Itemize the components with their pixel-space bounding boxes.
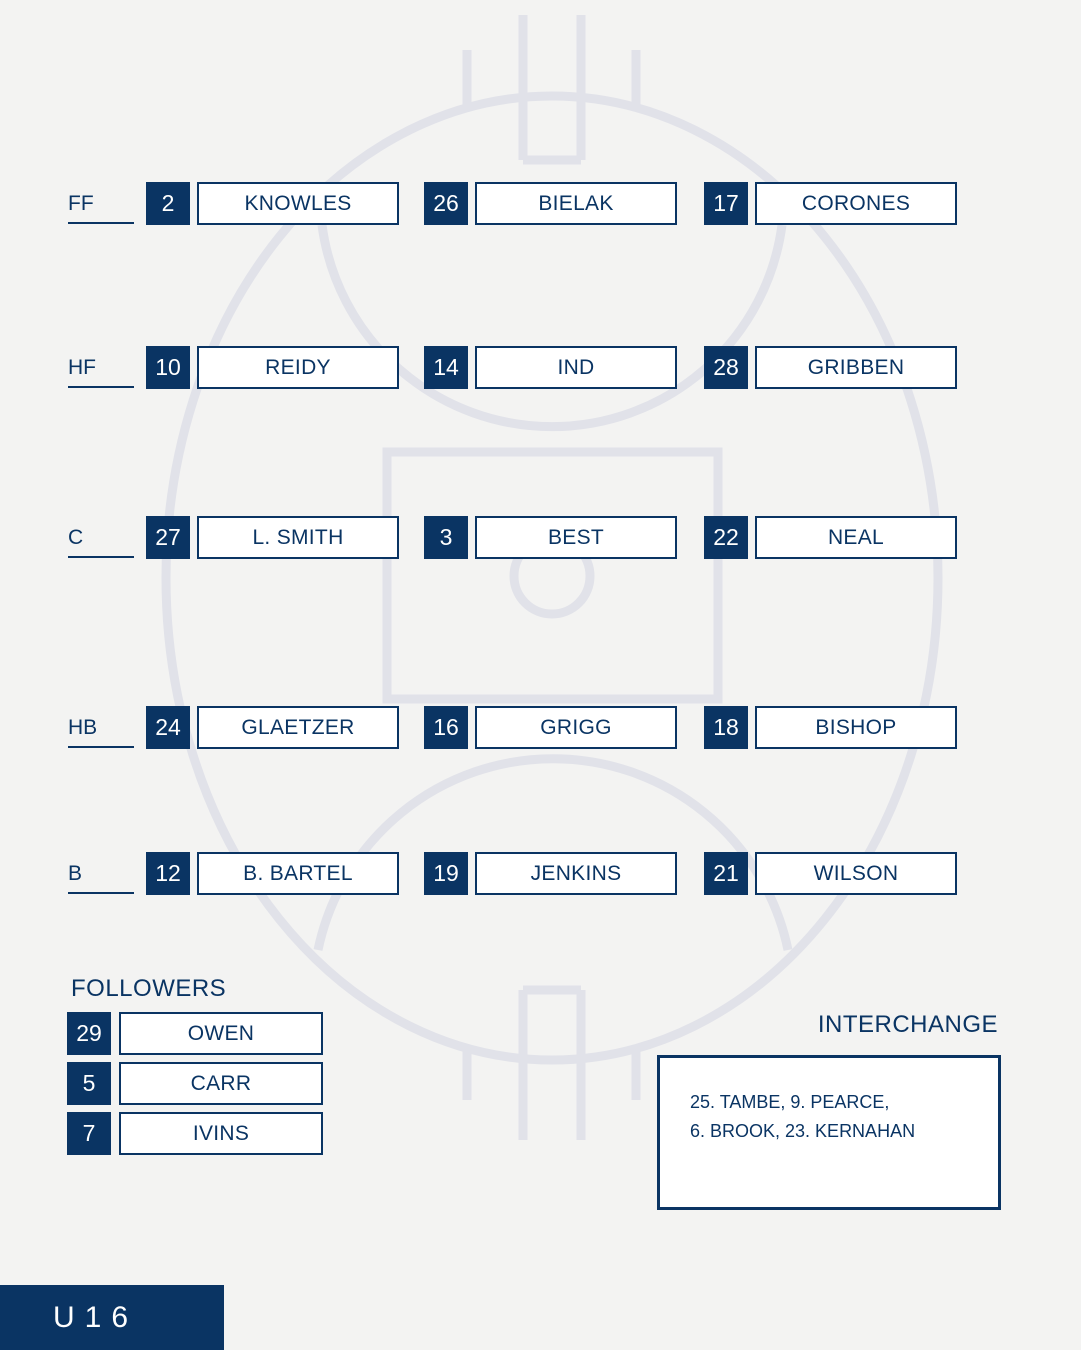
position-label: FF [68,192,134,224]
player-name: BISHOP [755,706,957,749]
player-number: 22 [704,516,748,559]
position-label: B [68,862,134,894]
player-number: 3 [424,516,468,559]
player-name: WILSON [755,852,957,895]
follower-name: CARR [119,1062,323,1105]
player-name: B. BARTEL [197,852,399,895]
player-number: 19 [424,852,468,895]
follower-number: 29 [67,1012,111,1055]
followers-title: FOLLOWERS [71,975,227,1002]
player-number: 28 [704,346,748,389]
follower-number: 7 [67,1112,111,1155]
player-name: GLAETZER [197,706,399,749]
player-name: BEST [475,516,677,559]
player-name: IND [475,346,677,389]
player-name: REIDY [197,346,399,389]
interchange-line: 25. TAMBE, 9. PEARCE, [690,1092,890,1112]
player-name: BIELAK [475,182,677,225]
player-name: KNOWLES [197,182,399,225]
interchange-box: 25. TAMBE, 9. PEARCE, 6. BROOK, 23. KERNA… [657,1055,1001,1210]
player-name: JENKINS [475,852,677,895]
player-name: GRIBBEN [755,346,957,389]
follower-name: IVINS [119,1112,323,1155]
follower-name: OWEN [119,1012,323,1055]
player-number: 21 [704,852,748,895]
player-name: CORONES [755,182,957,225]
player-number: 27 [146,516,190,559]
player-number: 18 [704,706,748,749]
player-number: 26 [424,182,468,225]
team-tag: U16 [0,1285,224,1350]
position-label: HB [68,716,134,748]
player-name: L. SMITH [197,516,399,559]
player-number: 16 [424,706,468,749]
player-number: 14 [424,346,468,389]
player-number: 12 [146,852,190,895]
follower-number: 5 [67,1062,111,1105]
player-name: NEAL [755,516,957,559]
player-number: 2 [146,182,190,225]
interchange-line: 6. BROOK, 23. KERNAHAN [690,1121,916,1141]
player-number: 17 [704,182,748,225]
position-label: C [68,526,134,558]
player-number: 24 [146,706,190,749]
position-label: HF [68,356,134,388]
player-number: 10 [146,346,190,389]
player-name: GRIGG [475,706,677,749]
interchange-title: INTERCHANGE [817,1011,998,1038]
